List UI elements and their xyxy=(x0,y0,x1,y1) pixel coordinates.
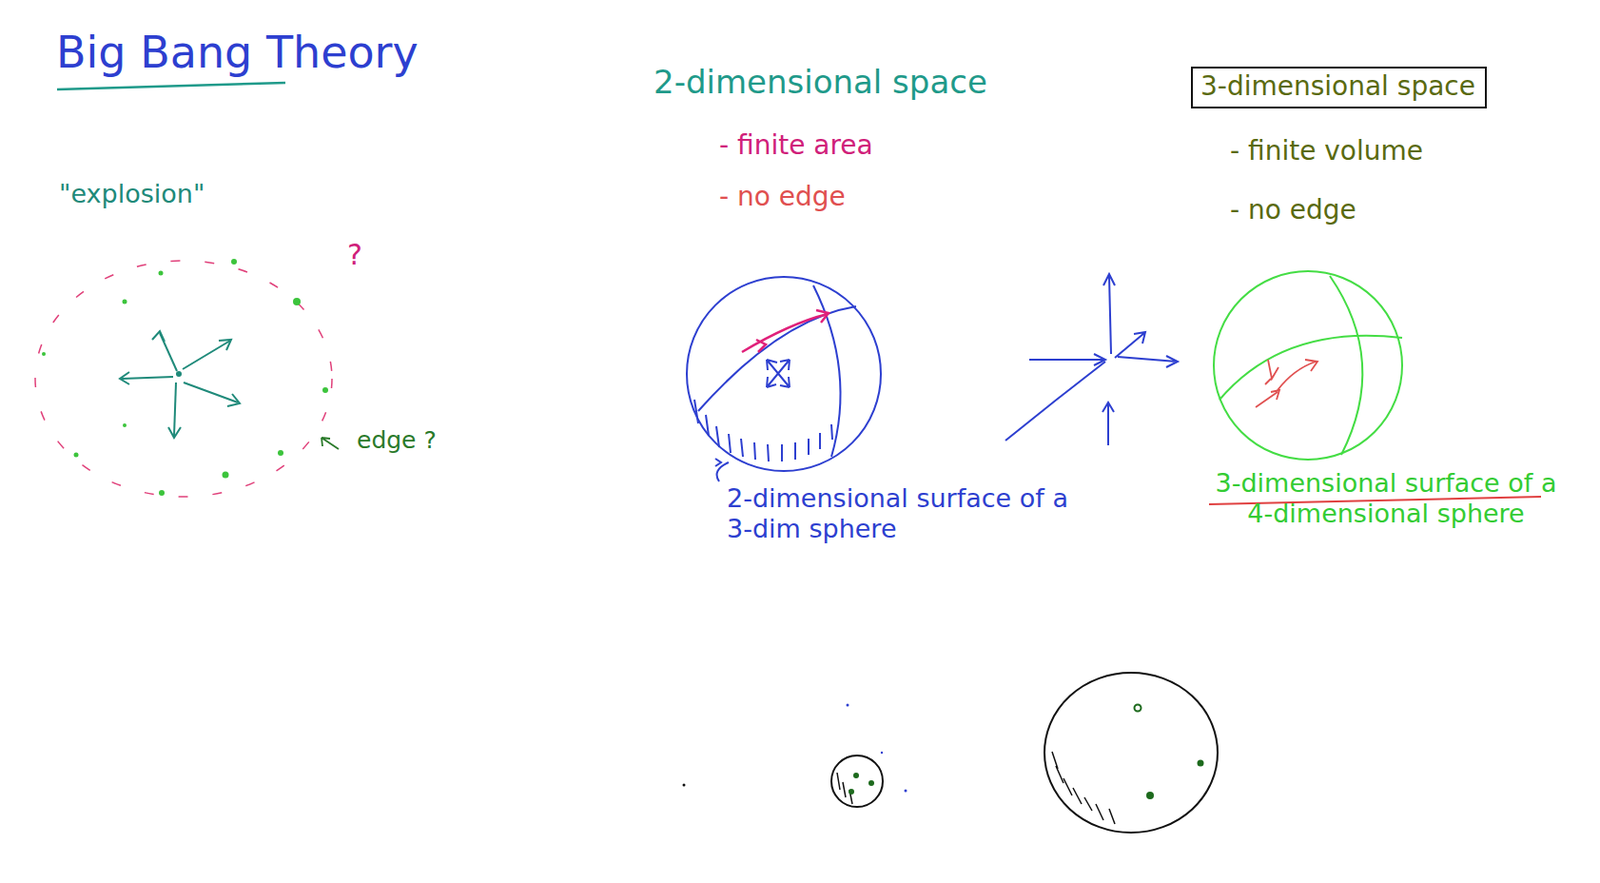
note-label: - finite volume xyxy=(1229,135,1424,168)
geodesic-arrow xyxy=(741,310,829,352)
note-label: "explosion" xyxy=(58,178,205,210)
large-universe xyxy=(1044,672,1218,833)
note-label: ? xyxy=(347,237,363,273)
three-sphere xyxy=(1213,271,1403,460)
box-text: 3-dimensional space xyxy=(1200,70,1478,103)
title: Big Bang Theory xyxy=(56,26,419,79)
edge-leader xyxy=(321,437,339,449)
note-label: - finite area xyxy=(719,129,874,162)
explosion-arrows xyxy=(119,331,240,438)
small-universe xyxy=(682,703,908,808)
note-label: 2-dimensional surface of a 3-dim sphere xyxy=(726,483,1098,546)
boxed-heading: 3-dimensional space xyxy=(1190,66,1487,109)
expansion-boundary xyxy=(35,260,332,497)
note-label: - no edge xyxy=(719,180,846,214)
note-label: - no edge xyxy=(1229,194,1357,227)
note-label: 2-dimensional space xyxy=(653,62,988,102)
direction-arrows xyxy=(1255,359,1318,408)
galaxy-dots xyxy=(41,258,329,496)
two-sphere xyxy=(686,276,881,482)
note-label: edge ? xyxy=(356,426,437,455)
axes-symbol xyxy=(1005,273,1178,446)
title-underline xyxy=(57,82,286,90)
note-label: 3-dimensional surface of a 4-dimensional… xyxy=(1200,468,1572,530)
